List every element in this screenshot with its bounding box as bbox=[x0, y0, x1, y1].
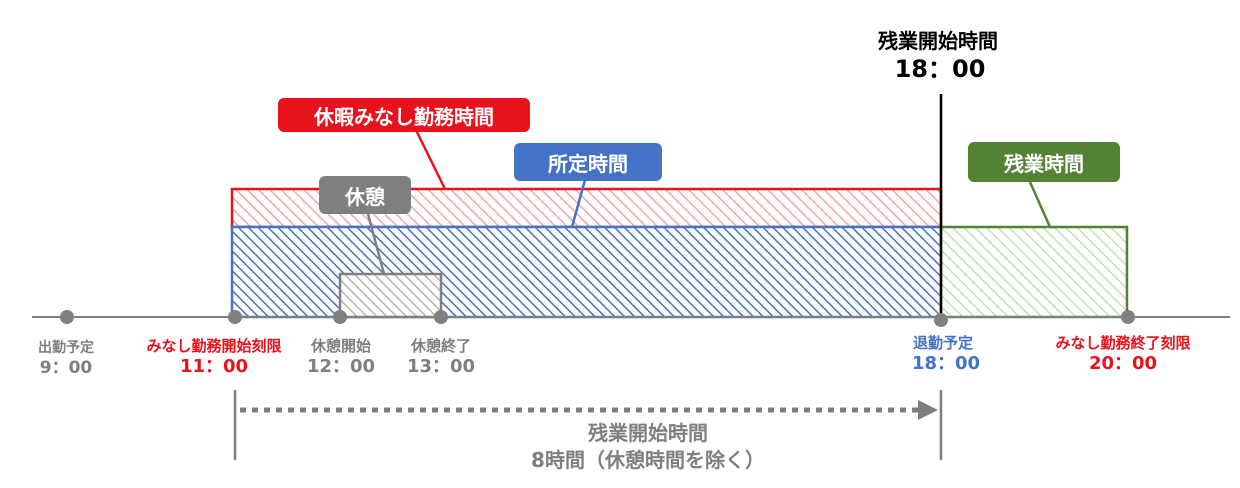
timeline-label-11: みなし勤務開始刻限 bbox=[146, 337, 282, 355]
scheduled-callout: 所定時間 bbox=[514, 143, 662, 181]
timeline-time-11: 11：00 bbox=[179, 356, 249, 377]
timeline-label-12: 休憩開始 bbox=[310, 337, 372, 355]
span-arrow-head bbox=[918, 400, 938, 420]
axis-point-18 bbox=[934, 313, 948, 327]
overtime-band bbox=[939, 225, 1129, 319]
timeline-time-9: 9：00 bbox=[39, 358, 93, 378]
overtime-callout: 残業時間 bbox=[968, 142, 1120, 182]
timeline-time-20: 20：00 bbox=[1088, 353, 1158, 374]
axis-point-11 bbox=[228, 310, 242, 324]
timeline-label-13: 休憩終了 bbox=[410, 337, 472, 355]
timeline-label-20: みなし勤務終了刻限 bbox=[1055, 334, 1191, 352]
overtime-start-title: 残業開始時間 bbox=[878, 29, 998, 53]
span-note-title: 残業開始時間 bbox=[588, 421, 708, 445]
overtime-start-time: 18：00 bbox=[894, 55, 986, 83]
timeline-time-12: 12：00 bbox=[306, 356, 376, 377]
scheduled-band bbox=[230, 225, 943, 319]
deemed-work-callout: 休暇みなし勤務時間 bbox=[278, 98, 530, 132]
deemed-work-pointer bbox=[413, 127, 447, 190]
timeline-label-18: 退勤予定 bbox=[912, 334, 974, 352]
break-band bbox=[338, 272, 443, 319]
overtime-pointer bbox=[1028, 181, 1052, 228]
axis-point-9 bbox=[60, 310, 74, 324]
scheduled-pointer bbox=[570, 179, 587, 228]
break-callout: 休憩 bbox=[319, 176, 411, 214]
axis-point-13 bbox=[434, 310, 448, 324]
axis-point-12 bbox=[333, 310, 347, 324]
break-pointer bbox=[366, 213, 386, 275]
timeline-time-18: 18：00 bbox=[911, 353, 981, 374]
axis-point-20 bbox=[1121, 310, 1135, 324]
timeline-time-13: 13：00 bbox=[406, 356, 476, 377]
span-note-duration: 8時間（休憩時間を除く） bbox=[531, 448, 765, 472]
timeline-label-9: 出勤予定 bbox=[38, 340, 94, 356]
